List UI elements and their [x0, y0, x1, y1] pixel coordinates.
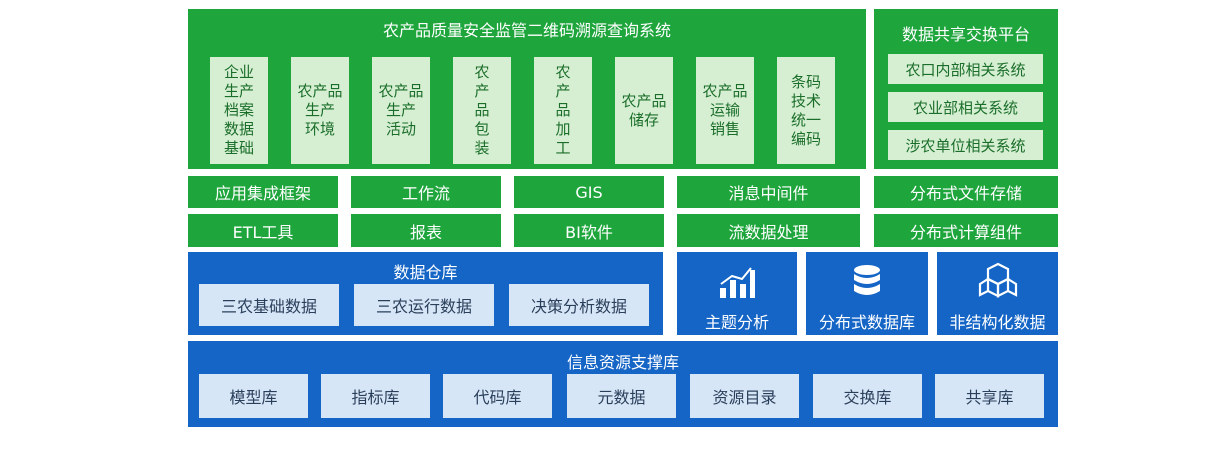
analytics-distributed-db-panel: 分布式数据库: [806, 252, 928, 335]
column-transport-sales: 农产品 运输 销售: [696, 57, 754, 164]
column-packaging: 农 产 品 包 装: [453, 57, 511, 164]
column-production-activity: 农产品 生产 活动: [372, 57, 430, 164]
data-warehouse-title: 数据仓库: [393, 263, 458, 282]
mw-gis: GIS: [514, 176, 664, 208]
mw-bi-software: BI软件: [514, 214, 664, 247]
resource-item-indicator: 指标库: [321, 374, 430, 418]
warehouse-item-basic: 三农基础数据: [199, 284, 339, 326]
mw-stream-processing: 流数据处理: [677, 214, 860, 247]
resource-item-exchange: 交换库: [813, 374, 922, 418]
data-exchange-platform-title: 数据共享交换平台: [901, 25, 1030, 44]
analytics-topic-panel: 主题分析: [677, 252, 797, 335]
exchange-item-agri-units: 涉农单位相关系统: [888, 130, 1043, 160]
analytics-unstructured-label: 非结构化数据: [949, 313, 1046, 332]
cubes-icon: [978, 262, 1018, 298]
column-production-environment: 农产品 生产 环境: [291, 57, 349, 164]
warehouse-item-decision: 决策分析数据: [509, 284, 649, 326]
mw-app-integration: 应用集成框架: [188, 176, 338, 208]
column-enterprise-archive: 企业 生产 档案 数据 基础: [210, 57, 268, 164]
data-exchange-platform-panel: 数据共享交换平台 农口内部相关系统 农业部相关系统 涉农单位相关系统: [874, 9, 1058, 169]
resource-item-share: 共享库: [935, 374, 1044, 418]
resource-item-model: 模型库: [199, 374, 308, 418]
mw-report: 报表: [351, 214, 501, 247]
column-processing: 农 产 品 加 工: [534, 57, 592, 164]
mw-distributed-compute: 分布式计算组件: [874, 214, 1058, 247]
resource-library-panel: 信息资源支撑库 模型库 指标库 代码库 元数据 资源目录 交换库 共享库: [188, 341, 1058, 427]
warehouse-item-operation: 三农运行数据: [354, 284, 494, 326]
database-icon: [854, 265, 880, 295]
data-warehouse-panel: 数据仓库 三农基础数据 三农运行数据 决策分析数据: [188, 252, 663, 335]
mw-distributed-file-storage: 分布式文件存储: [874, 176, 1058, 208]
analytics-topic-label: 主题分析: [704, 313, 769, 332]
mw-etl-tool: ETL工具: [188, 214, 338, 247]
analytics-distributed-db-label: 分布式数据库: [818, 313, 915, 332]
resource-library-title: 信息资源支撑库: [566, 353, 679, 372]
exchange-item-agri-internal: 农口内部相关系统: [888, 54, 1043, 84]
mw-message-middleware: 消息中间件: [677, 176, 860, 208]
bar-chart-icon: [720, 267, 755, 298]
resource-item-code: 代码库: [443, 374, 552, 418]
mw-workflow: 工作流: [351, 176, 501, 208]
resource-item-catalog: 资源目录: [690, 374, 799, 418]
column-storage: 农产品 储存: [615, 57, 673, 164]
resource-item-metadata: 元数据: [567, 374, 676, 418]
traceability-system-title: 农产品质量安全监管二维码溯源查询系统: [382, 21, 671, 40]
exchange-item-ministry: 农业部相关系统: [888, 92, 1043, 122]
analytics-unstructured-panel: 非结构化数据: [937, 252, 1058, 335]
traceability-system-panel: 农产品质量安全监管二维码溯源查询系统 企业 生产 档案 数据 基础 农产品 生产…: [188, 9, 866, 169]
column-barcode-encoding: 条码 技术 统一 编码: [777, 57, 835, 164]
